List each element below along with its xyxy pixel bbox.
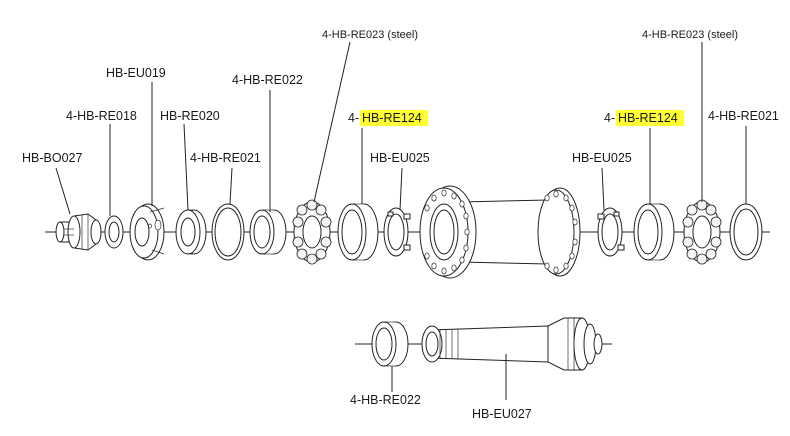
label-hb-re020: HB-RE020 — [160, 109, 220, 123]
label-hb-eu025-right: HB-EU025 — [572, 151, 632, 165]
label-hb-re023-left: 4-HB-RE023 (steel) — [322, 29, 418, 41]
part-hb-eu025-left — [383, 207, 411, 257]
label-hb-re124-right: HB-RE124 — [618, 111, 678, 125]
label-hb-re124-left-prefix: 4- — [348, 111, 359, 125]
part-hb-re018 — [104, 215, 124, 249]
part-hub-body — [419, 185, 581, 279]
label-hb-re021-right: 4-HB-RE021 — [708, 109, 779, 123]
leader-lines — [55, 41, 747, 400]
label-hb-re124-right-prefix: 4- — [604, 111, 615, 125]
label-hb-bo027: HB-BO027 — [22, 151, 82, 165]
part-hb-eu019 — [129, 203, 165, 261]
highlight-hb-re124-right — [616, 110, 684, 126]
part-hb-re021-right — [729, 203, 763, 261]
highlight-hb-re124-left — [360, 110, 428, 126]
part-hb-re022-top — [249, 209, 287, 255]
part-hb-re124-right — [633, 203, 675, 261]
part-hb-re020 — [175, 209, 207, 255]
part-hb-bo027 — [55, 213, 102, 251]
part-hb-re021-left — [211, 203, 245, 261]
label-hb-re022-bottom: 4-HB-RE022 — [350, 393, 421, 407]
label-hb-re018: 4-HB-RE018 — [66, 109, 137, 123]
label-hb-re021-left: 4-HB-RE021 — [190, 151, 261, 165]
part-hb-re023-left — [292, 199, 332, 265]
part-hb-eu027 — [421, 317, 603, 371]
part-hb-re022-bottom — [371, 321, 409, 367]
label-hb-eu019: HB-EU019 — [106, 66, 166, 80]
part-hb-eu025-right — [597, 207, 625, 257]
label-hb-eu025-left: HB-EU025 — [370, 151, 430, 165]
label-hb-re124-left: HB-RE124 — [362, 111, 422, 125]
label-hb-re022-top: 4-HB-RE022 — [232, 73, 303, 87]
part-hb-re124-left — [337, 203, 379, 261]
part-hb-re023-right — [682, 199, 722, 265]
label-hb-re023-right: 4-HB-RE023 (steel) — [642, 29, 738, 41]
label-hb-eu027: HB-EU027 — [472, 407, 532, 421]
